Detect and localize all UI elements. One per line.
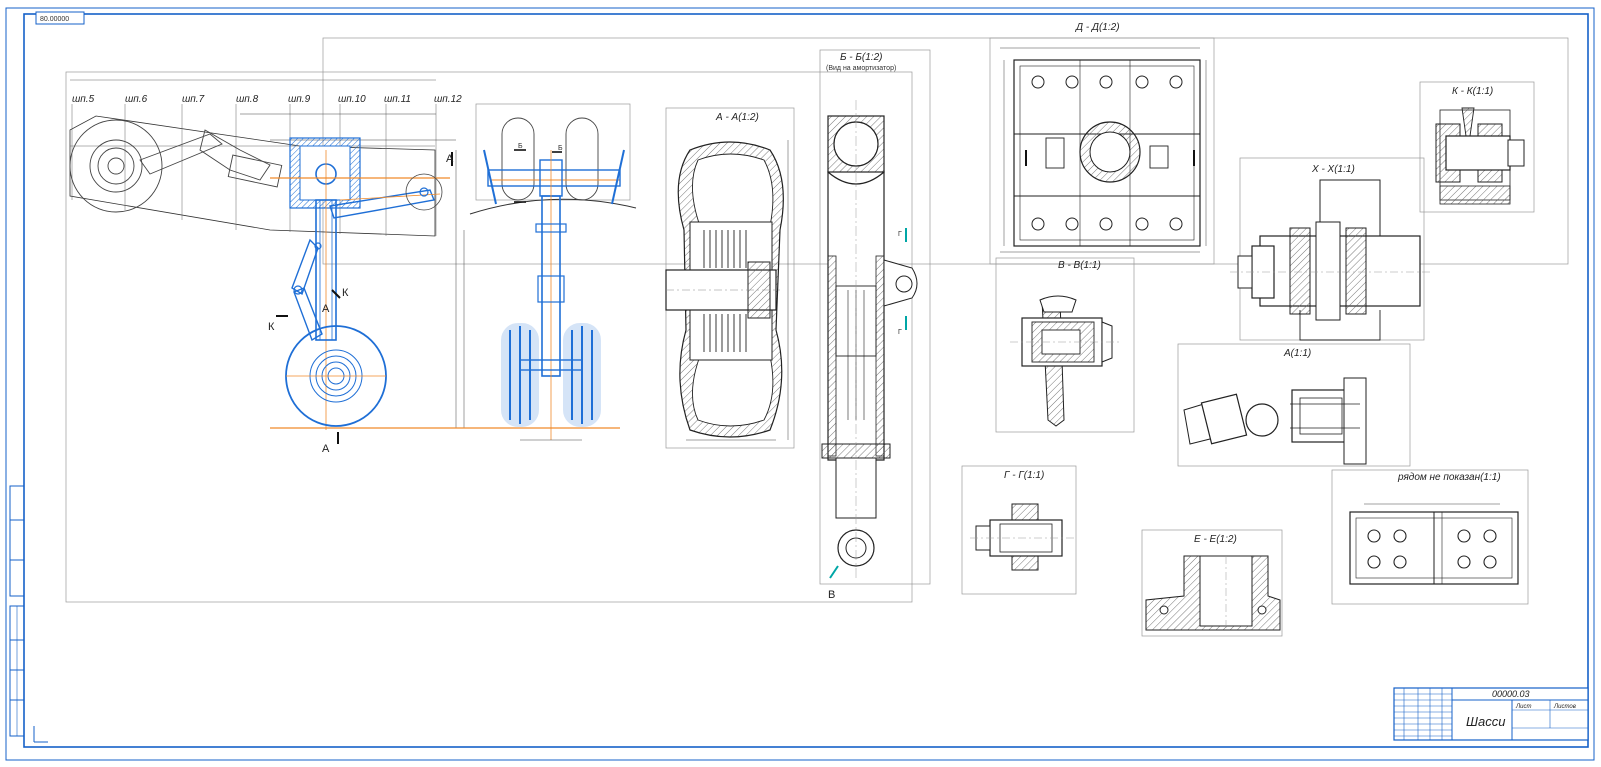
section-xx: Х - Х(1:1) — [1230, 164, 1430, 341]
station-label: шп.6 — [125, 94, 148, 105]
section-dd-fitting-plate: Д - Д(1:2) — [1000, 22, 1207, 253]
view-title: Б - Б(1:2) — [840, 52, 882, 63]
station-label: шп.8 — [236, 94, 259, 105]
section-letter: Г — [898, 231, 902, 238]
section-vv: В - В(1:1) — [1010, 260, 1120, 427]
drawing-title: Шасси — [1466, 714, 1505, 729]
view-title: Д - Д(1:2) — [1075, 22, 1120, 33]
view-frames — [65, 37, 1569, 637]
view-title: В - В(1:1) — [1058, 260, 1101, 271]
station-label: шп.9 — [288, 94, 311, 105]
section-kk: К - К(1:1) — [1435, 86, 1525, 205]
section-marker-b: Б Б — [514, 143, 563, 203]
section-ee: Е - Е(1:2) — [1145, 534, 1281, 631]
landing-gear-front-view: Б Б — [469, 117, 637, 441]
section-letter: В — [828, 589, 835, 601]
stamp-label: 80.00000 — [40, 16, 69, 23]
station-labels: шп.5 шп.6 шп.7 шп.8 шп.9 шп.10 шп.11 шп.… — [72, 94, 462, 105]
drawing-code: 00000.03 — [1492, 689, 1530, 699]
section-letter: А — [322, 443, 330, 455]
retracted-wheel — [69, 119, 163, 213]
section-bb-shock-absorber: Б - Б(1:2) (Вид на амортизатор) Г Г В — [821, 52, 918, 601]
view-title: Е - Е(1:2) — [1194, 534, 1237, 545]
view-a-joint: А(1:1) — [1183, 348, 1367, 465]
section-marker-g: Г Г — [898, 228, 907, 336]
view-subtitle: (Вид на амортизатор) — [826, 65, 896, 72]
title-block: 00000.03 Шасси Лист Листов — [1393, 687, 1589, 741]
station-label: шп.12 — [434, 94, 462, 105]
view-title: А - А(1:2) — [715, 112, 759, 123]
sheet-label: Лист — [1515, 704, 1531, 710]
front-wheels — [501, 323, 601, 427]
section-letter: Б — [518, 143, 523, 150]
view-title: Х - Х(1:1) — [1311, 164, 1355, 175]
section-letter: К — [268, 321, 275, 333]
station-label: шп.11 — [384, 94, 411, 105]
section-aa-wheel: А - А(1:2) — [665, 112, 789, 441]
section-marker-a: А А А — [322, 152, 454, 455]
sheets-label: Листов — [1553, 704, 1576, 710]
left-margin-strip — [9, 485, 25, 737]
section-letter: Б — [558, 145, 563, 152]
station-label: шп.7 — [182, 94, 205, 105]
section-marker-v: В — [828, 565, 839, 601]
section-marker-e — [1025, 150, 1195, 166]
section-letter: Г — [898, 329, 902, 336]
bolt-pattern-view: рядом не показан(1:1) — [1349, 472, 1519, 585]
section-marker-k: К К — [268, 287, 349, 333]
station-label: шп.10 — [338, 94, 366, 105]
view-title: К - К(1:1) — [1452, 86, 1493, 97]
section-gg: Г - Г(1:1) — [970, 470, 1074, 571]
section-letter: А — [446, 153, 454, 165]
view-title: Г - Г(1:1) — [1004, 470, 1044, 481]
view-title: рядом не показан(1:1) — [1397, 472, 1501, 483]
origin-axes-icon — [33, 726, 48, 743]
section-letter: К — [342, 287, 349, 299]
station-label: шп.5 — [72, 94, 95, 105]
landing-gear-side-view: шп.5 шп.6 шп.7 шп.8 шп.9 шп.10 шп.11 шп.… — [69, 79, 620, 455]
view-title: А(1:1) — [1283, 348, 1311, 359]
section-letter: А — [322, 303, 330, 315]
sheet-frame: 80.00000 — [5, 7, 1595, 761]
